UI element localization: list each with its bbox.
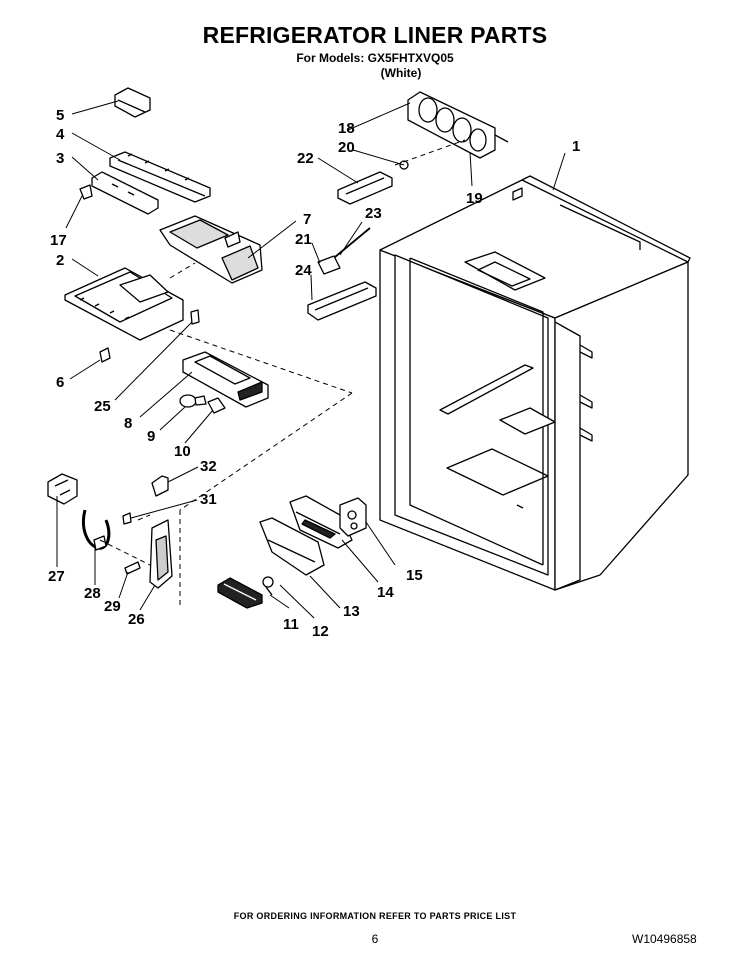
- alignment-lines: [99, 139, 466, 605]
- callout-7: 7: [303, 211, 311, 228]
- part-24-rail: [307, 281, 377, 321]
- callout-14: 14: [377, 584, 394, 601]
- callout-2: 2: [56, 252, 64, 269]
- callout-3: 3: [56, 150, 64, 167]
- document-number: W10496858: [632, 932, 697, 946]
- callout-4: 4: [56, 126, 65, 143]
- part-6-switch: [99, 347, 111, 363]
- callout-13: 13: [343, 603, 360, 620]
- callout-31: 31: [200, 491, 217, 508]
- part-10-socket: [207, 397, 226, 414]
- part-15-damper: [339, 497, 367, 537]
- part-4-rail: [109, 151, 211, 203]
- part-2-tray: [64, 267, 184, 341]
- part-5-cover: [114, 87, 151, 118]
- callout-32: 32: [200, 458, 217, 475]
- callout-10: 10: [174, 443, 191, 460]
- part-29-clip: [124, 561, 141, 575]
- callout-24: 24: [295, 262, 312, 279]
- part-22-rail: [337, 171, 393, 205]
- ordering-info-note: FOR ORDERING INFORMATION REFER TO PARTS …: [233, 911, 517, 921]
- part-32-cover: [151, 475, 169, 497]
- part-13-cover: [259, 517, 325, 576]
- callout-6: 6: [56, 374, 64, 391]
- part-12-screw: [262, 576, 274, 596]
- models-line: For Models: GX5FHTXVQ05: [296, 51, 454, 65]
- part-7-crisper-cover: [159, 215, 263, 284]
- callout-25: 25: [94, 398, 111, 415]
- callout-17: 17: [50, 232, 67, 249]
- callout-20: 20: [338, 139, 355, 156]
- callout-8: 8: [124, 415, 132, 432]
- callout-11: 11: [283, 616, 299, 633]
- part-21-sensor: [317, 227, 371, 275]
- page-number: 6: [371, 932, 379, 946]
- leader-lines: [56, 100, 566, 619]
- callout-5: 5: [56, 107, 64, 124]
- part-17-clip: [79, 184, 93, 200]
- callout-19: 19: [466, 190, 483, 207]
- part-27-bracket: [47, 473, 78, 505]
- callout-15: 15: [406, 567, 423, 584]
- callout-27: 27: [48, 568, 65, 585]
- callout-23: 23: [365, 205, 382, 222]
- callout-12: 12: [312, 623, 329, 640]
- part-8-light-housing: [182, 351, 269, 408]
- liner-part-1: [379, 175, 691, 591]
- diagram-title: REFRIGERATOR LINER PARTS: [202, 22, 548, 48]
- part-11-trim: [217, 577, 263, 609]
- part-26-housing: [149, 519, 173, 589]
- callout-1: 1: [572, 138, 580, 155]
- callout-21: 21: [295, 231, 312, 248]
- callout-28: 28: [84, 585, 101, 602]
- color-line: (White): [380, 66, 422, 80]
- callout-22: 22: [297, 150, 314, 167]
- callout-29: 29: [104, 598, 121, 615]
- part-25-clip: [190, 309, 200, 325]
- part-31-clip: [122, 512, 132, 525]
- part-28-tube: [82, 509, 111, 551]
- callout-18: 18: [338, 120, 355, 137]
- part-19-coil: [407, 91, 509, 159]
- part-3-rail: [91, 171, 159, 215]
- part-9-bulb: [179, 394, 207, 408]
- callout-labels: 5 4 3 17 2 6 25 8 9 10 32 31 27 28 29 26…: [48, 107, 580, 640]
- callout-26: 26: [128, 611, 145, 628]
- callout-9: 9: [147, 428, 155, 445]
- part-14-bracket: [289, 495, 353, 549]
